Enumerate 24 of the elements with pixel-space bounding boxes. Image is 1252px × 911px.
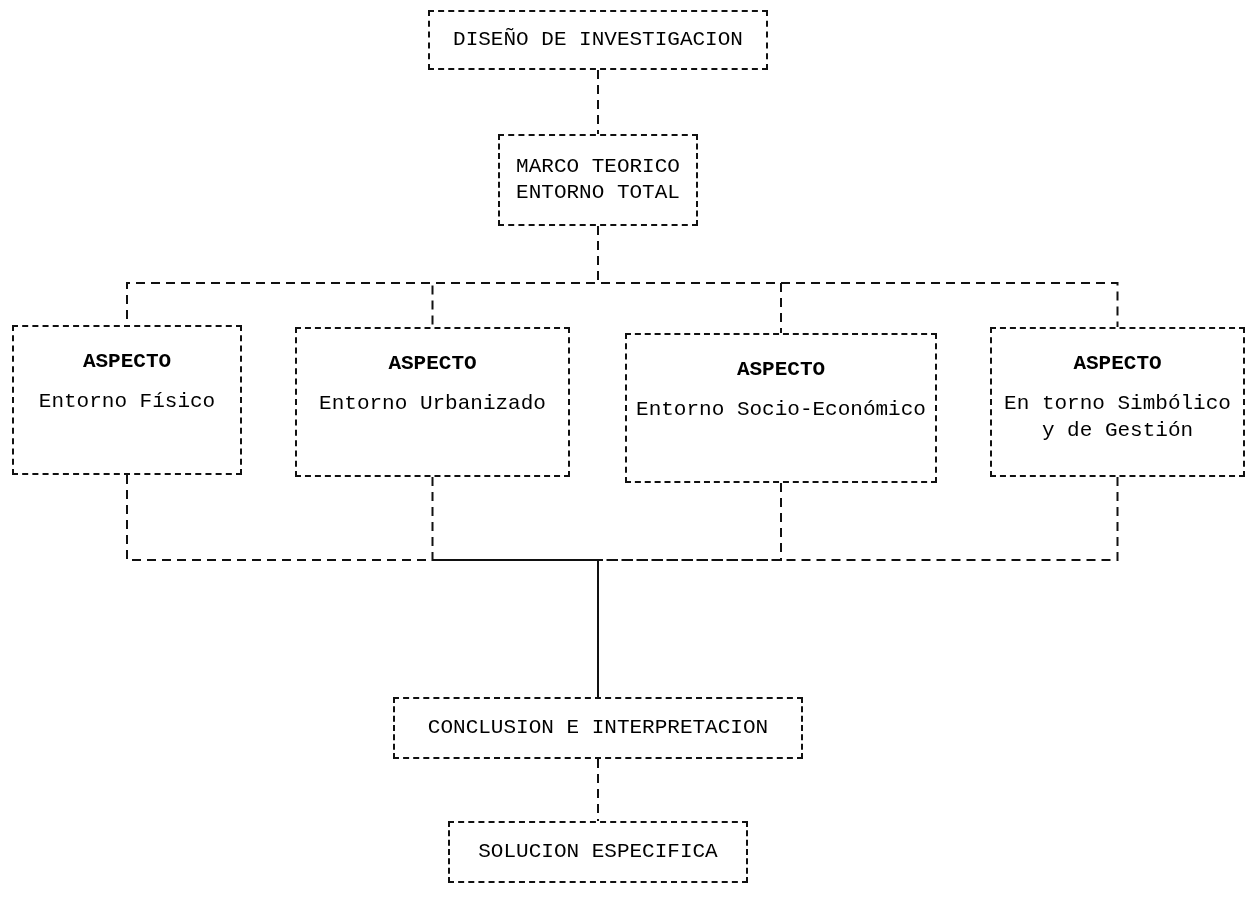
process-box xyxy=(295,327,570,477)
process-box xyxy=(498,134,698,226)
connector-line xyxy=(597,758,599,822)
connector-line xyxy=(597,476,1119,698)
process-box xyxy=(12,325,242,475)
box-heading: ASPECTO xyxy=(736,357,826,383)
box-text: DISEÑO DE INVESTIGACION xyxy=(453,26,743,53)
box-text: MARCO TEORICO ENTORNO TOTAL xyxy=(515,153,681,206)
box-text: En torno Simbólico y de Gestión xyxy=(1003,391,1232,444)
process-box xyxy=(393,697,803,759)
box-text: CONCLUSION E INTERPRETACION xyxy=(427,714,769,741)
connector-line xyxy=(597,69,599,135)
box-text: SOLUCION ESPECIFICA xyxy=(478,838,718,865)
connector-line xyxy=(597,225,1119,328)
process-box xyxy=(625,333,937,483)
box-text: Entorno Urbanizado xyxy=(319,391,546,418)
process-box xyxy=(428,10,768,70)
box-heading: ASPECTO xyxy=(1073,351,1162,377)
process-box xyxy=(990,327,1245,477)
box-text: Entorno Socio-Económico xyxy=(636,397,926,424)
process-box xyxy=(448,821,748,883)
box-text: Entorno Físico xyxy=(38,389,216,416)
box-heading: ASPECTO xyxy=(82,349,172,375)
box-heading: ASPECTO xyxy=(388,351,477,377)
